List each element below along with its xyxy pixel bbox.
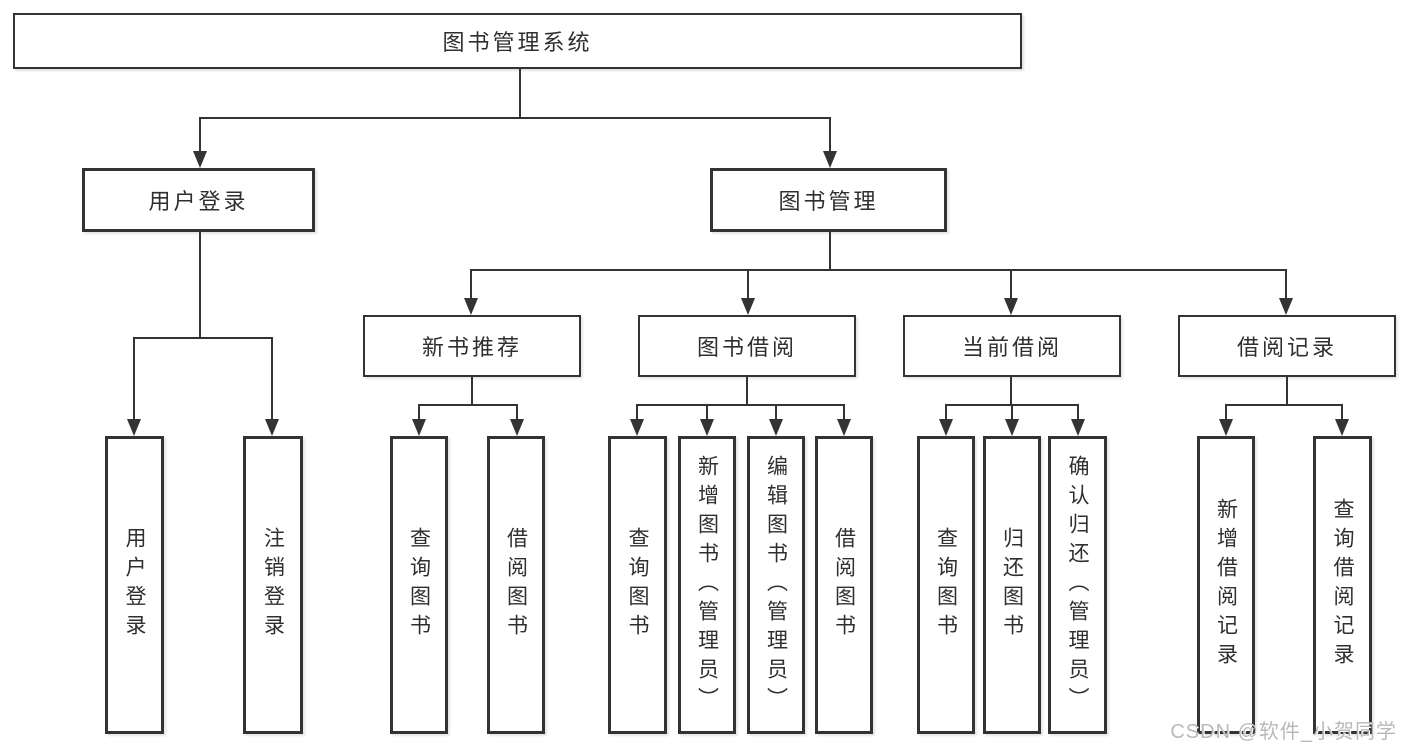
leaf-label: 查询借阅记录 xyxy=(1331,498,1354,672)
connector-book-borrow-stem xyxy=(746,377,748,406)
connector-user-login-stem xyxy=(199,232,201,338)
leaf-add-borrow-record: 新增借阅记录 xyxy=(1197,436,1255,734)
connector-borrow-records-stem xyxy=(1286,377,1288,406)
leaf-label: 查询图书 xyxy=(626,527,649,643)
leaf-confirm-return-admin: 确认归还（管理员） xyxy=(1048,436,1107,734)
connector-new-books-stem xyxy=(471,377,473,406)
connector-user-login-hbar xyxy=(133,337,273,339)
leaf-label: 编辑图书（管理员） xyxy=(764,454,788,716)
connector-book-mgmt-hbar xyxy=(471,269,1287,271)
node-label: 图书管理系统 xyxy=(442,30,593,55)
leaf-label: 借阅图书 xyxy=(504,527,528,643)
connector-drop xyxy=(1011,404,1013,421)
leaf-label: 确认归还（管理员） xyxy=(1066,454,1089,716)
connector-drop-new-books xyxy=(470,269,472,299)
arrow-down-icon xyxy=(412,419,426,436)
node-label: 图书管理 xyxy=(778,189,879,214)
leaf-label: 查询图书 xyxy=(934,527,958,643)
connector-root-hbar xyxy=(199,117,831,119)
arrow-down-icon xyxy=(630,419,644,436)
node-current-borrowing: 当前借阅 xyxy=(903,315,1121,377)
node-label: 当前借阅 xyxy=(961,335,1062,360)
leaf-label: 用户登录 xyxy=(123,527,146,643)
connector-drop-book-borrow xyxy=(747,269,749,299)
connector-current-borrow-stem xyxy=(1010,377,1012,406)
arrow-down-icon xyxy=(1219,419,1233,436)
leaf-add-books-admin: 新增图书（管理员） xyxy=(678,436,736,734)
leaf-label: 归还图书 xyxy=(1000,527,1024,643)
arrow-down-icon xyxy=(769,419,783,436)
connector-drop xyxy=(843,404,845,421)
arrow-down-icon xyxy=(1071,419,1085,436)
connector-drop xyxy=(945,404,947,421)
arrow-down-icon xyxy=(193,151,207,168)
leaf-borrow-books: 借阅图书 xyxy=(815,436,873,734)
connector-book-mgmt-stem xyxy=(829,232,831,270)
leaf-return-books: 归还图书 xyxy=(983,436,1041,734)
connector-drop xyxy=(636,404,638,421)
node-label: 借阅记录 xyxy=(1236,335,1337,360)
leaf-query-books-borrowing: 查询图书 xyxy=(608,436,667,734)
leaf-label: 查询图书 xyxy=(407,527,431,643)
arrow-down-icon xyxy=(464,298,478,315)
node-label: 用户登录 xyxy=(148,189,249,214)
connector-drop-user-login xyxy=(199,117,201,152)
node-book-management: 图书管理 xyxy=(710,168,947,232)
leaf-borrow-books-recommend: 借阅图书 xyxy=(487,436,545,734)
connector-drop xyxy=(775,404,777,421)
leaf-query-borrow-record: 查询借阅记录 xyxy=(1313,436,1372,734)
connector-drop xyxy=(1225,404,1227,421)
leaf-logout: 注销登录 xyxy=(243,436,303,734)
arrow-down-icon xyxy=(1279,298,1293,315)
node-borrowing-records: 借阅记录 xyxy=(1178,315,1396,377)
connector-drop xyxy=(1077,404,1079,421)
arrow-down-icon xyxy=(127,419,141,436)
arrow-down-icon xyxy=(939,419,953,436)
node-user-login: 用户登录 xyxy=(82,168,315,232)
connector-book-borrow-hbar xyxy=(636,404,845,406)
node-book-borrowing: 图书借阅 xyxy=(638,315,856,377)
connector-root-stem xyxy=(519,68,521,118)
arrow-down-icon xyxy=(1005,419,1019,436)
connector-drop-login-leaf xyxy=(133,337,135,420)
arrow-down-icon xyxy=(741,298,755,315)
node-label: 新书推荐 xyxy=(421,335,522,360)
connector-drop-logout-leaf xyxy=(271,337,273,420)
arrow-down-icon xyxy=(823,151,837,168)
arrow-down-icon xyxy=(510,419,524,436)
leaf-label: 新增借阅记录 xyxy=(1214,498,1238,672)
arrow-down-icon xyxy=(700,419,714,436)
leaf-user-login: 用户登录 xyxy=(105,436,164,734)
leaf-label: 注销登录 xyxy=(261,527,285,643)
leaf-label: 新增图书（管理员） xyxy=(695,454,719,716)
node-library-management-system: 图书管理系统 xyxy=(13,13,1022,69)
watermark-text: CSDN @软件_小贺同学 xyxy=(1170,721,1397,743)
connector-drop xyxy=(1341,404,1343,421)
arrow-down-icon xyxy=(265,419,279,436)
leaf-query-books-current: 查询图书 xyxy=(917,436,975,734)
connector-drop-borrow-records xyxy=(1285,269,1287,299)
node-label: 图书借阅 xyxy=(696,335,797,360)
connector-drop xyxy=(418,404,420,421)
arrow-down-icon xyxy=(1004,298,1018,315)
connector-drop-current-borrow xyxy=(1010,269,1012,299)
connector-drop xyxy=(516,404,518,421)
connector-drop-book-mgmt xyxy=(829,117,831,152)
arrow-down-icon xyxy=(837,419,851,436)
leaf-query-books-recommend: 查询图书 xyxy=(390,436,448,734)
connector-new-books-hbar xyxy=(418,404,518,406)
connector-drop xyxy=(706,404,708,421)
leaf-edit-books-admin: 编辑图书（管理员） xyxy=(747,436,805,734)
leaf-label: 借阅图书 xyxy=(832,527,856,643)
node-new-book-recommend: 新书推荐 xyxy=(363,315,581,377)
connector-borrow-records-hbar xyxy=(1225,404,1343,406)
arrow-down-icon xyxy=(1335,419,1349,436)
